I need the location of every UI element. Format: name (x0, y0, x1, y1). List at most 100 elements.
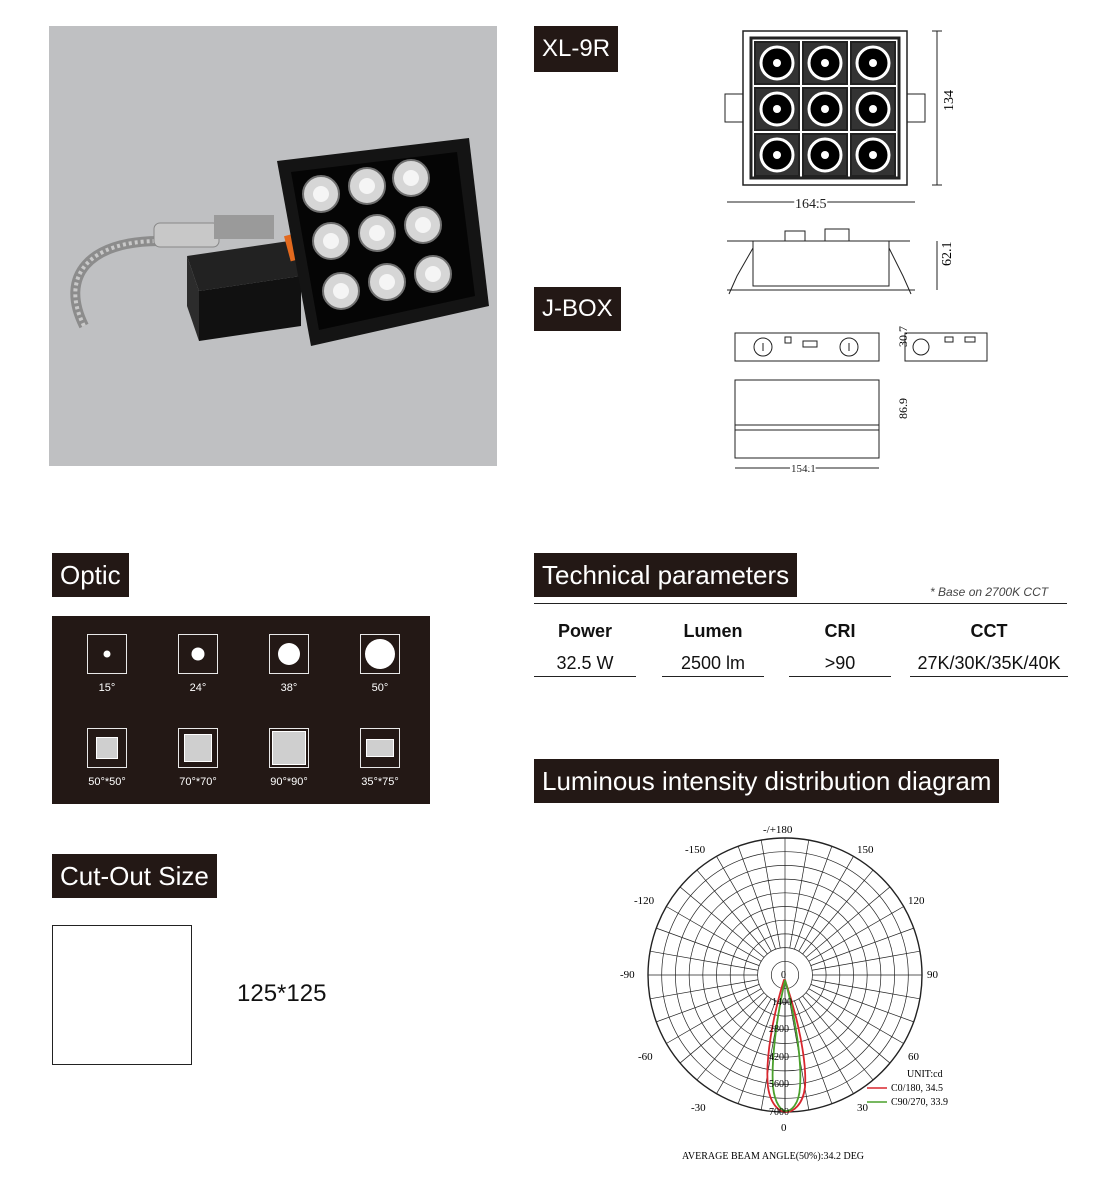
optic-option: 24° (158, 634, 238, 694)
fixture-dimension-drawing: 134 164.5 62.1 (724, 30, 955, 295)
technical-divider (534, 603, 1067, 604)
radial-tick: 4200 (769, 1052, 789, 1063)
angle-label: -60 (638, 1051, 653, 1063)
polar-spoke (808, 988, 904, 1044)
angle-label: 0 (781, 1122, 787, 1134)
beam-spot-icon (191, 647, 205, 661)
table-cell: >90 (789, 653, 891, 677)
table-header: Power (557, 621, 613, 641)
polar-spoke (716, 998, 772, 1094)
beam-rectangle-icon (366, 739, 394, 757)
optic-option: 90°*90° (249, 728, 329, 788)
polar-spoke (789, 840, 810, 949)
polar-spoke (650, 950, 759, 971)
curve-c90-270 (771, 979, 802, 1112)
optic-panel: 15° 24° 38° 50° 50°*50° 70°*70° 90°*90° … (52, 616, 430, 804)
polar-spoke (679, 886, 765, 958)
beam-spot-icon (278, 643, 300, 665)
legend-item: C90/270, 33.9 (891, 1097, 948, 1108)
polar-spoke (798, 998, 854, 1094)
table-header: Lumen (683, 621, 743, 641)
table-cell: 32.5 W (534, 653, 636, 677)
polar-spoke (805, 992, 891, 1064)
cutout-title: Cut-Out Size (52, 854, 217, 898)
center-label: 0 (781, 970, 786, 981)
cutout-value: 125*125 (237, 980, 327, 1007)
beam-square-icon (272, 731, 306, 765)
polar-spoke (656, 984, 760, 1023)
polar-spoke (666, 988, 762, 1044)
polar-spoke (666, 906, 762, 962)
optic-option: 70°*70° (158, 728, 238, 788)
optic-angle: 70°*70° (179, 776, 217, 788)
angle-label: -/+180 (763, 824, 793, 836)
beam-spot-icon (365, 639, 395, 669)
radial-tick: 2800 (769, 1024, 789, 1035)
curve-c0-180 (766, 979, 807, 1113)
optic-option: 38° (249, 634, 329, 694)
polar-spoke (794, 846, 833, 950)
polar-spoke (760, 840, 781, 949)
polar-spoke (696, 995, 768, 1081)
angle-label: 60 (908, 1051, 920, 1063)
radial-tick: 1400 (772, 997, 792, 1008)
polar-spoke (650, 979, 759, 1000)
angle-label: -30 (691, 1102, 706, 1114)
polar-spoke (810, 927, 914, 966)
polar-spoke (696, 869, 768, 955)
angle-label: 120 (908, 895, 925, 907)
polar-spoke (802, 869, 874, 955)
polar-spoke (737, 846, 776, 950)
width-dimension: 164.5 (795, 197, 827, 212)
optic-title: Optic (52, 553, 129, 597)
optic-angle: 24° (189, 682, 207, 694)
cutout-square (52, 925, 192, 1065)
jbox-label: J-BOX (534, 287, 621, 331)
jbox-length-dimension: 154.1 (791, 463, 816, 475)
radial-tick: 5600 (769, 1079, 789, 1090)
polar-spoke (808, 906, 904, 962)
polar-spoke (805, 886, 891, 958)
table-cell: 27K/30K/35K/40K (910, 653, 1068, 677)
polar-spoke (811, 950, 920, 971)
model-label: XL-9R (534, 26, 619, 72)
polar-spoke (810, 984, 914, 1023)
product-photo-drawing (70, 138, 489, 346)
optic-option: 35°*75° (340, 728, 420, 788)
legend-item: C0/180, 34.5 (891, 1083, 943, 1094)
jbox-dimension-drawing: 30.7 86.9 154.1 (734, 326, 988, 475)
angle-label: -90 (620, 969, 635, 981)
beam-angle-footer: AVERAGE BEAM ANGLE(50%):34.2 DEG (682, 1151, 864, 1162)
beam-spot-icon (103, 650, 111, 658)
angle-label: 30 (857, 1102, 869, 1114)
height-dimension: 134 (942, 90, 955, 111)
optic-angle: 90°*90° (270, 776, 308, 788)
polar-spoke (802, 995, 874, 1081)
polar-spoke (794, 1000, 833, 1104)
luminous-title: Luminous intensity distribution diagram (534, 759, 1000, 803)
optic-angle: 50° (371, 682, 389, 694)
optic-angle: 38° (280, 682, 298, 694)
technical-note: * Base on 2700K CCT (930, 585, 1049, 599)
optic-option: 15° (67, 634, 147, 694)
table-header: CCT (970, 621, 1008, 641)
beam-square-icon (184, 734, 212, 762)
polar-grid (647, 837, 923, 1113)
radial-tick: 7000 (769, 1107, 789, 1118)
angle-label: 150 (857, 844, 874, 856)
product-photo (49, 26, 497, 466)
optic-angle: 50°*50° (88, 776, 126, 788)
polar-spoke (679, 992, 765, 1064)
polar-spoke (716, 856, 772, 952)
polar-spoke (798, 856, 854, 952)
polar-spoke (737, 1000, 776, 1104)
jbox-height-dimension: 30.7 (896, 326, 910, 347)
angle-label: -120 (634, 895, 655, 907)
optic-angle: 35°*75° (361, 776, 399, 788)
optic-option: 50°*50° (67, 728, 147, 788)
jbox-depth-dimension: 86.9 (896, 398, 910, 419)
optic-option: 50° (340, 634, 420, 694)
beam-square-icon (96, 737, 118, 759)
table-header: CRI (824, 621, 856, 641)
polar-spoke (656, 927, 760, 966)
